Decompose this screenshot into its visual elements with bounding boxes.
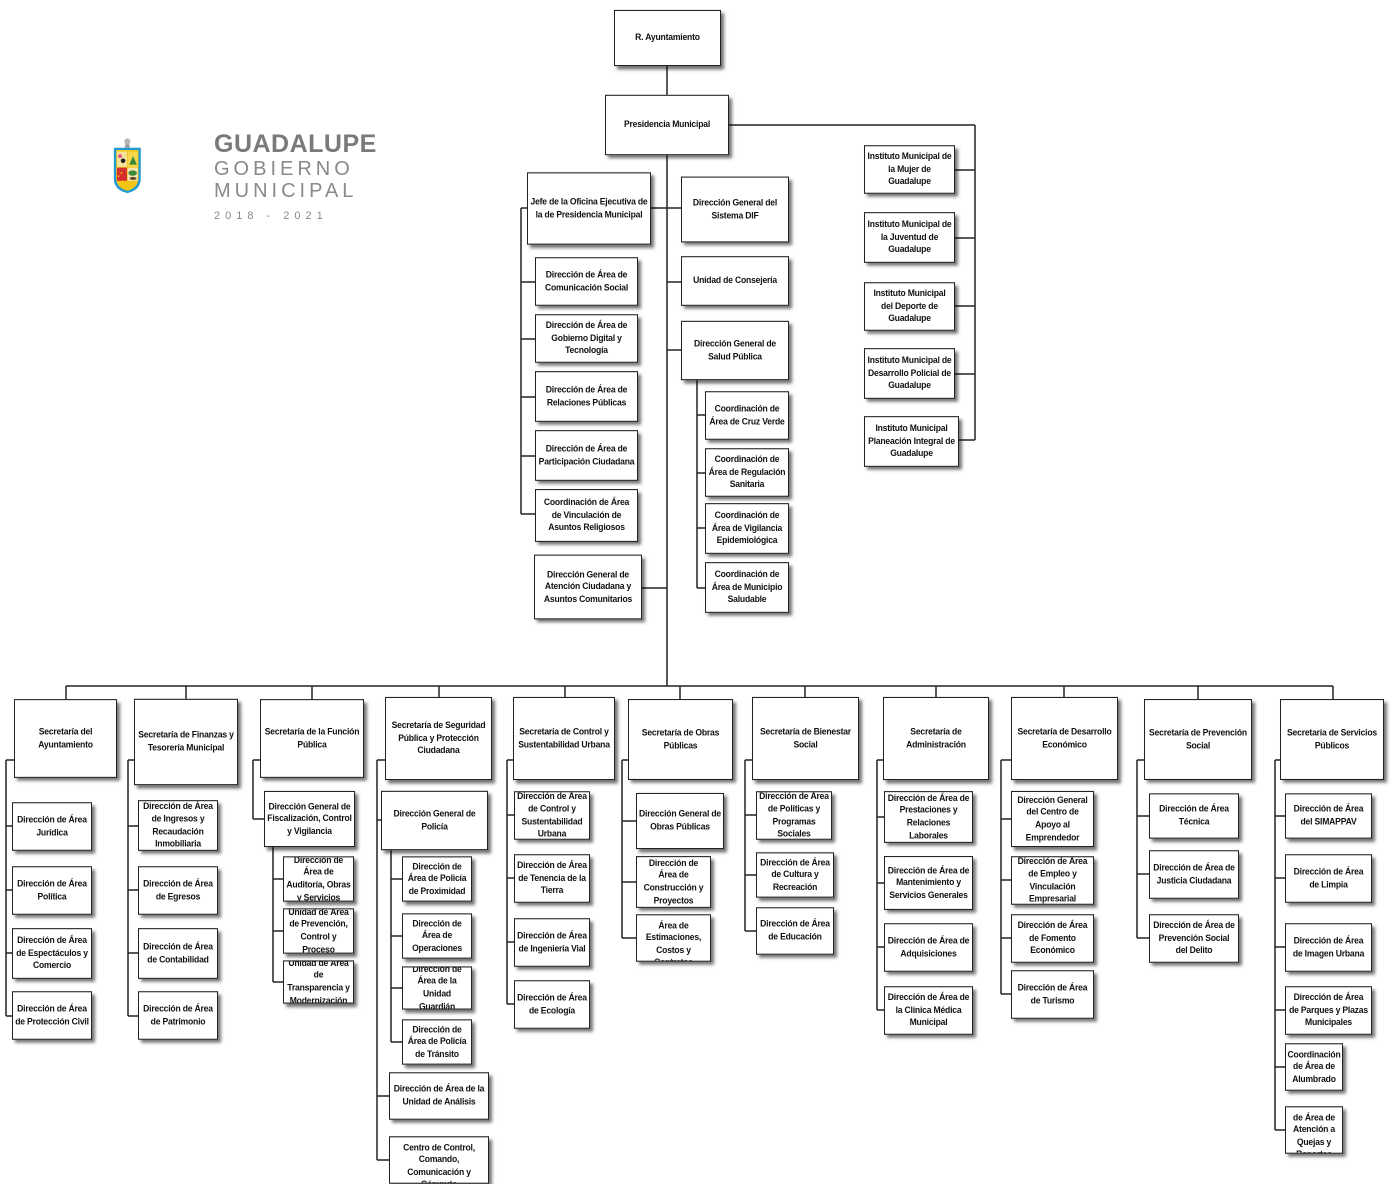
node-sec-child: Unidad de Área de Prevención, Control y … <box>283 908 354 954</box>
node-consejeria: Unidad de Consejería <box>681 256 789 306</box>
node-secretaria: Secretaría de Prevención Social <box>1144 699 1252 780</box>
node-atencion-ciudadana: Dirección General de Atención Ciudadana … <box>534 554 642 620</box>
node-secretaria: Secretaría de Administración <box>883 696 989 781</box>
node-sec-child: Dirección de Área de Mantenimiento y Ser… <box>884 856 973 910</box>
node-sec-child: Dirección de Área de la Clínica Médica M… <box>884 986 973 1035</box>
node-sec-child: Dirección de Área de Políticas y Program… <box>756 791 832 840</box>
node-sec-child: Dirección de Área de Prevención Social d… <box>1149 914 1239 963</box>
node-sec-child: Dirección de Área de Policía de Proximid… <box>402 856 472 902</box>
node-sec-child: Dirección de Área de Justicia Ciudadana <box>1149 850 1239 899</box>
guadalupe-shield-logo <box>113 138 141 194</box>
node-dif: Dirección General del Sistema DIF <box>681 176 789 243</box>
node-sec-subdirection: Dirección General de Fiscalización, Cont… <box>264 790 355 848</box>
brand-years: 2018 - 2021 <box>214 210 328 222</box>
node-sec-child: Dirección de Área de Operaciones <box>402 913 472 959</box>
brand-block: GUADALUPE GOBIERNO MUNICIPAL 2018 - 2021 <box>214 130 377 222</box>
node-salud-child: Coordinación de Área de Regulación Sanit… <box>705 448 789 497</box>
node-sec-child: Dirección de Área de la Unidad de Anális… <box>389 1072 489 1120</box>
node-instituto: Instituto Municipal Planeación Integral … <box>864 416 959 467</box>
node-salud-child: Coordinación de Área de Municipio Saluda… <box>705 562 789 613</box>
node-jefe-child: Dirección de Área de Participación Ciuda… <box>535 430 638 481</box>
node-sec-child: Coordinación de Área de Atención a Queja… <box>1285 1106 1343 1154</box>
brand-name: GUADALUPE <box>214 130 377 158</box>
node-sec-child: Dirección de Área de Egresos <box>138 866 218 915</box>
node-jefe-oficina: Jefe de la Oficina Ejecutiva de la de Pr… <box>527 172 651 245</box>
node-secretaria: Secretaría de Finanzas y Tesorería Munic… <box>134 698 238 786</box>
node-sec-child: Dirección de Área de Fomento Económico <box>1011 914 1094 963</box>
node-secretaria: Secretaría de Bienestar Social <box>752 696 859 781</box>
node-secretaria: Secretaría de Seguridad Pública y Protec… <box>385 696 492 781</box>
node-secretaria: Secretaría del Ayuntamiento <box>14 699 117 778</box>
node-sec-child: Dirección de Área de Tenencia de la Tier… <box>514 854 590 903</box>
node-sec-child: Dirección de Área de Protección Civil <box>12 991 92 1040</box>
node-jefe-child: Dirección de Área de Comunicación Social <box>535 257 638 306</box>
node-sec-child: Dirección de Área de Limpia <box>1285 854 1372 903</box>
node-secretaria: Secretaría de la Función Pública <box>260 699 364 778</box>
node-salud: Dirección General de Salud Pública <box>681 320 789 381</box>
node-sec-child: Dirección de Área de Empleo y Vinculació… <box>1011 856 1094 905</box>
node-sec-child: Dirección de Área de Adquisiciones <box>884 923 973 972</box>
node-sec-child: Dirección de Área de Imagen Urbana <box>1285 923 1372 972</box>
node-salud-child: Coordinación de Área de Cruz Verde <box>705 391 789 440</box>
node-sec-child: Dirección de Área de Policía de Tránsito <box>402 1019 472 1065</box>
node-instituto: Instituto Municipal de la Juventud de Gu… <box>864 212 955 263</box>
node-sec-child: Dirección de Área de Espectáculos y Come… <box>12 928 92 979</box>
node-instituto: Instituto Municipal de la Mujer de Guada… <box>864 145 955 194</box>
node-salud-child: Coordinación de Área de Vigilancia Epide… <box>705 503 789 554</box>
node-ayuntamiento: R. Ayuntamiento <box>614 9 721 67</box>
node-sec-child: Dirección de Área Técnica <box>1149 793 1239 839</box>
node-sec-child: Dirección de Área de Ingresos y Recaudac… <box>138 800 218 851</box>
node-sec-child: Dirección de Área de Prestaciones y Rela… <box>884 791 973 843</box>
node-sec-child: Dirección de Área de Cultura y Recreació… <box>756 852 834 898</box>
node-sec-child: Dirección de Área Política <box>12 866 92 915</box>
node-sec-child: Dirección de Área de Ecología <box>514 980 590 1029</box>
node-sec-child: Dirección de Área de la Unidad Guardián <box>402 966 472 1010</box>
node-sec-child: Dirección General de Obras Públicas <box>636 792 724 850</box>
node-sec-child: Dirección de Área Jurídica <box>12 802 92 851</box>
node-jefe-child: Dirección de Área de Gobierno Digital y … <box>535 314 638 363</box>
node-instituto: Instituto Municipal del Deporte de Guada… <box>864 282 955 331</box>
node-sec-child: Dirección de Área del SIMAPPAV <box>1285 793 1372 839</box>
node-sec-child: Dirección de Área de Turismo <box>1011 970 1094 1019</box>
node-sec-child: Coordinación de Área de Alumbrado <box>1285 1043 1343 1091</box>
node-instituto: Instituto Municipal de Desarrollo Polici… <box>864 348 955 399</box>
node-secretaria: Secretaría de Servicios Públicos <box>1280 699 1384 780</box>
node-presidencia: Presidencia Municipal <box>605 94 729 156</box>
node-sec-child: Dirección de Área de Patrimonio <box>138 991 218 1040</box>
node-sec-child: Dirección General del Centro de Apoyo al… <box>1011 790 1094 848</box>
node-sec-child: Dirección de Área de Auditoría, Obras y … <box>283 856 354 902</box>
node-secretaria: Secretaría de Desarrollo Económico <box>1011 696 1118 781</box>
node-secretaria: Secretaría de Control y Sustentabilidad … <box>513 696 615 781</box>
node-sec-child: Dirección de Área de Ingeniería Vial <box>514 918 590 967</box>
node-jefe-child: Coordinación de Área de Vinculación de A… <box>535 489 638 542</box>
node-sec-child: Dirección de Área de Educación <box>756 907 834 955</box>
node-sec-child: Dirección de Área de Control y Sustentab… <box>514 791 590 840</box>
node-sec-child: Unidad de Área de Transparencia y Modern… <box>283 960 354 1004</box>
node-sec-child: Dirección de Área de Estimaciones, Costo… <box>636 914 711 962</box>
node-jefe-child: Dirección de Área de Relaciones Públicas <box>535 371 638 422</box>
node-sec-subdirection: Dirección General de Policía <box>381 790 488 851</box>
node-sec-child: Dirección de Área de Contabilidad <box>138 928 218 979</box>
brand-line3: MUNICIPAL <box>214 180 358 202</box>
node-secretaria: Secretaría de Obras Públicas <box>628 699 733 780</box>
node-sec-child: Dirección de Área de Parques y Plazas Mu… <box>1285 986 1372 1035</box>
brand-line2: GOBIERNO <box>214 158 354 180</box>
node-sec-child: Dirección de Área de Construcción y Proy… <box>636 856 711 908</box>
node-sec-child: Dirección de Área del Centro de Control,… <box>389 1136 489 1184</box>
